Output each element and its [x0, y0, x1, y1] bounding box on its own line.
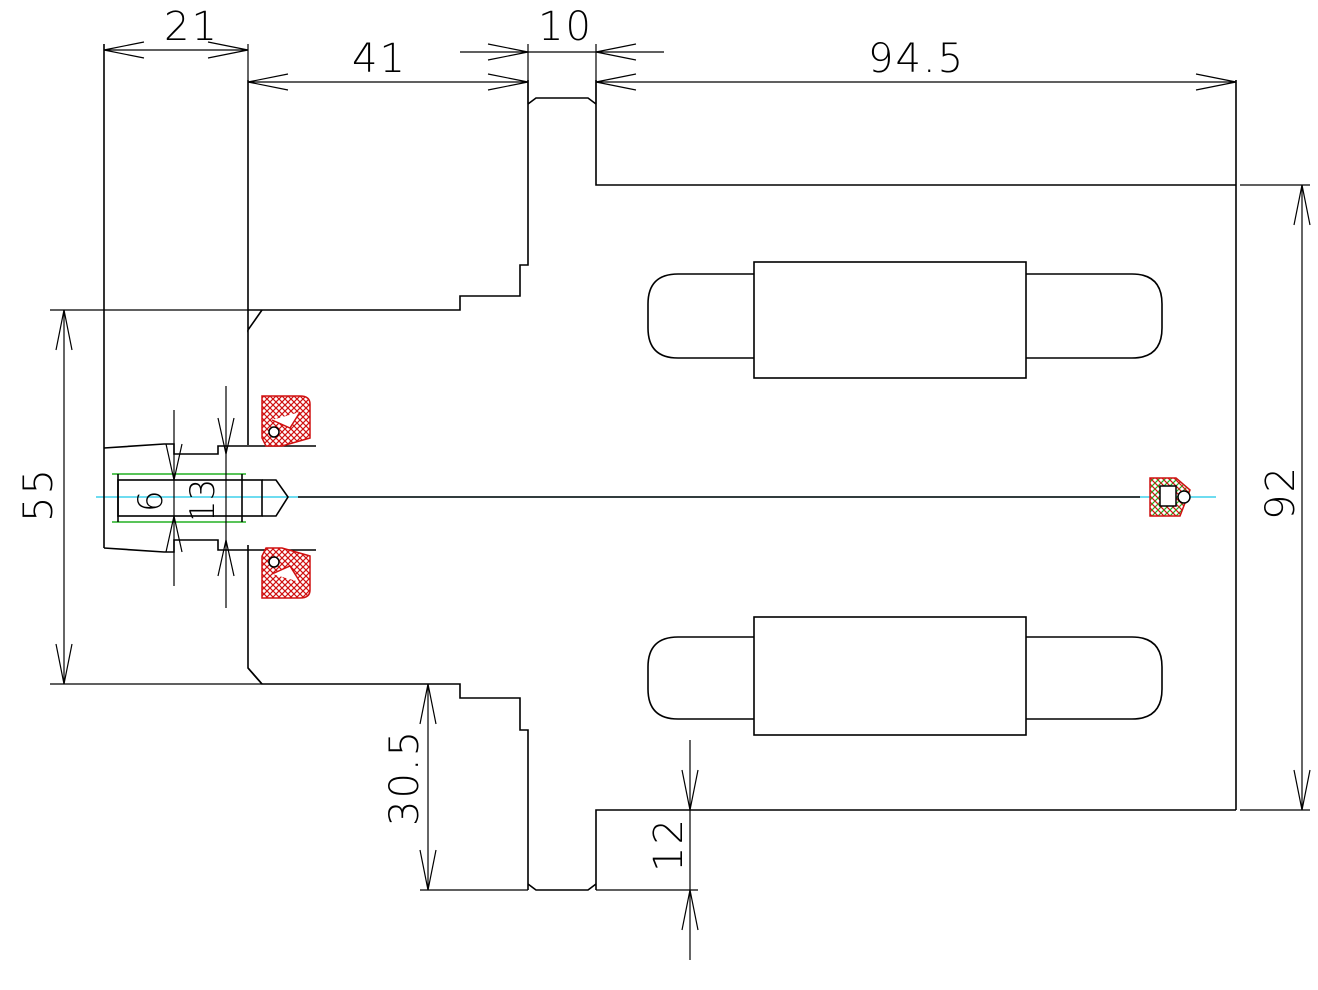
body-outline: [103, 44, 1237, 891]
dim-41: 41: [352, 36, 407, 82]
right-bearing: [1149, 477, 1191, 517]
seal-lower: [261, 547, 311, 599]
dimension-labels: 21 41 10 94.5 92 55 30.5 12 6 13: [16, 4, 1304, 872]
dimension-lines: [50, 41, 1311, 960]
dim-30-5: 30.5: [382, 729, 428, 826]
seal-upper: [261, 395, 311, 447]
dim-10: 10: [538, 4, 593, 50]
shaft: [96, 443, 1216, 553]
dim-13: 13: [183, 479, 223, 522]
dim-92: 92: [1258, 465, 1304, 520]
magnet-upper: [647, 261, 1163, 379]
dim-6: 6: [131, 490, 171, 512]
dim-21: 21: [164, 4, 219, 50]
dim-12: 12: [646, 817, 692, 872]
dim-94-5: 94.5: [868, 36, 965, 82]
dim-55: 55: [16, 467, 62, 522]
magnet-lower: [647, 616, 1163, 736]
